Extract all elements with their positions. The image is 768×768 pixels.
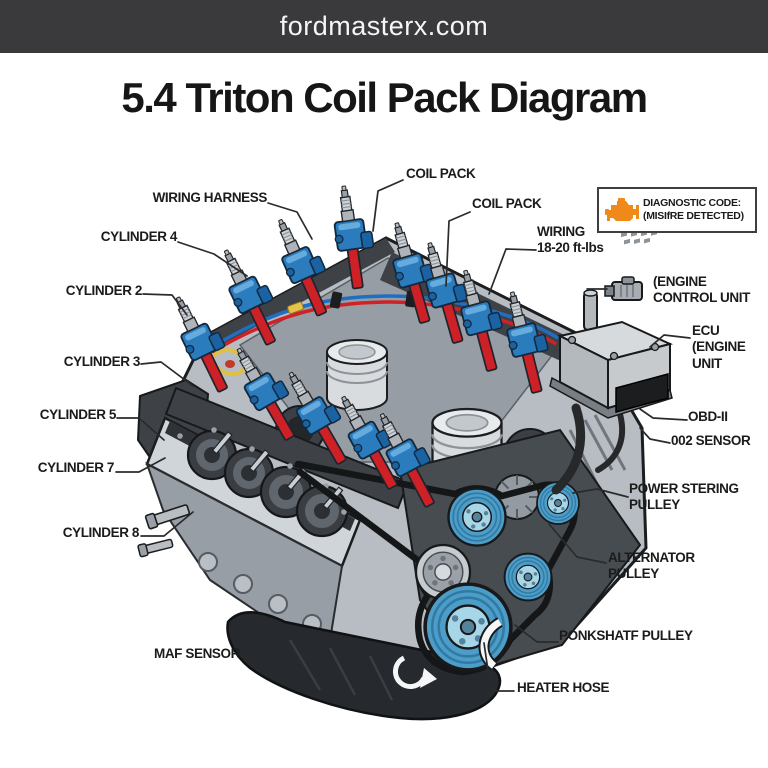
label-power-steering-pulley: POWER STERING PULLEY: [629, 481, 739, 513]
idler-pulley: [503, 552, 553, 602]
label-ecu: ECU (ENGINE UNIT: [692, 323, 746, 371]
obd-ii-connector: [615, 230, 669, 413]
label-o02-sensor: 002 SENSOR: [671, 433, 751, 448]
label-crankshaft-pulley: PONKSHATF PULLEY: [559, 628, 693, 643]
site-title: fordmasterx.com: [279, 11, 489, 41]
label-obd-ii: OBD-II: [688, 409, 728, 424]
spark-plug-stud: [137, 538, 174, 558]
spark-plug-stud: [144, 504, 191, 530]
label-engine-control-unit: (ENGINE CONTROL UNIT: [653, 274, 750, 306]
label-heater-hose: HEATER HOSE: [517, 680, 610, 695]
engine-block: [136, 182, 673, 721]
check-engine-icon: [605, 197, 639, 221]
label-cylinder-7: CYLINDER 7: [37, 460, 115, 475]
rotation-arrow: [392, 655, 427, 690]
label-alternator-pulley: ALTERNATOR PULLEY: [608, 550, 695, 582]
leader-lines: [115, 179, 691, 692]
diagnostic-code-line2: (MISIfRE DETECTED): [643, 210, 744, 222]
site-header-bar: fordmasterx.com: [0, 0, 768, 53]
connector-plug: [604, 276, 643, 301]
oil-pan: [226, 611, 502, 721]
ecu-module: [549, 230, 673, 495]
idler-pulley: [447, 487, 507, 547]
page-title: 5.4 Triton Coil Pack Diagram: [121, 74, 648, 121]
label-cylinder-2: CYLINDER 2: [65, 283, 143, 298]
label-cylinder-3: CYLINDER 3: [63, 354, 141, 369]
rotation-arrow-head: [420, 668, 437, 688]
label-coil-pack-top: COIL PACK: [406, 166, 476, 181]
label-coil-pack-right: COIL PACK: [472, 196, 542, 211]
label-wiring-torque: WIRING 18-20 ft-lbs: [537, 224, 604, 256]
diagnostic-code-line1: DIAGNOSTIC CODE:: [643, 196, 741, 209]
label-maf-sensor: MAF SENSOR: [153, 646, 240, 661]
label-wiring-harness: WIRING HARNESS: [152, 190, 268, 205]
label-cylinder-4: CYLINDER 4: [100, 229, 178, 244]
diagnostic-code-box: DIAGNOSTIC CODE: (MISIfRE DETECTED): [597, 187, 757, 233]
label-cylinder-8: CYLINDER 8: [62, 525, 140, 540]
label-cylinder-5: CYLINDER 5: [39, 407, 117, 422]
piston: [326, 339, 388, 411]
